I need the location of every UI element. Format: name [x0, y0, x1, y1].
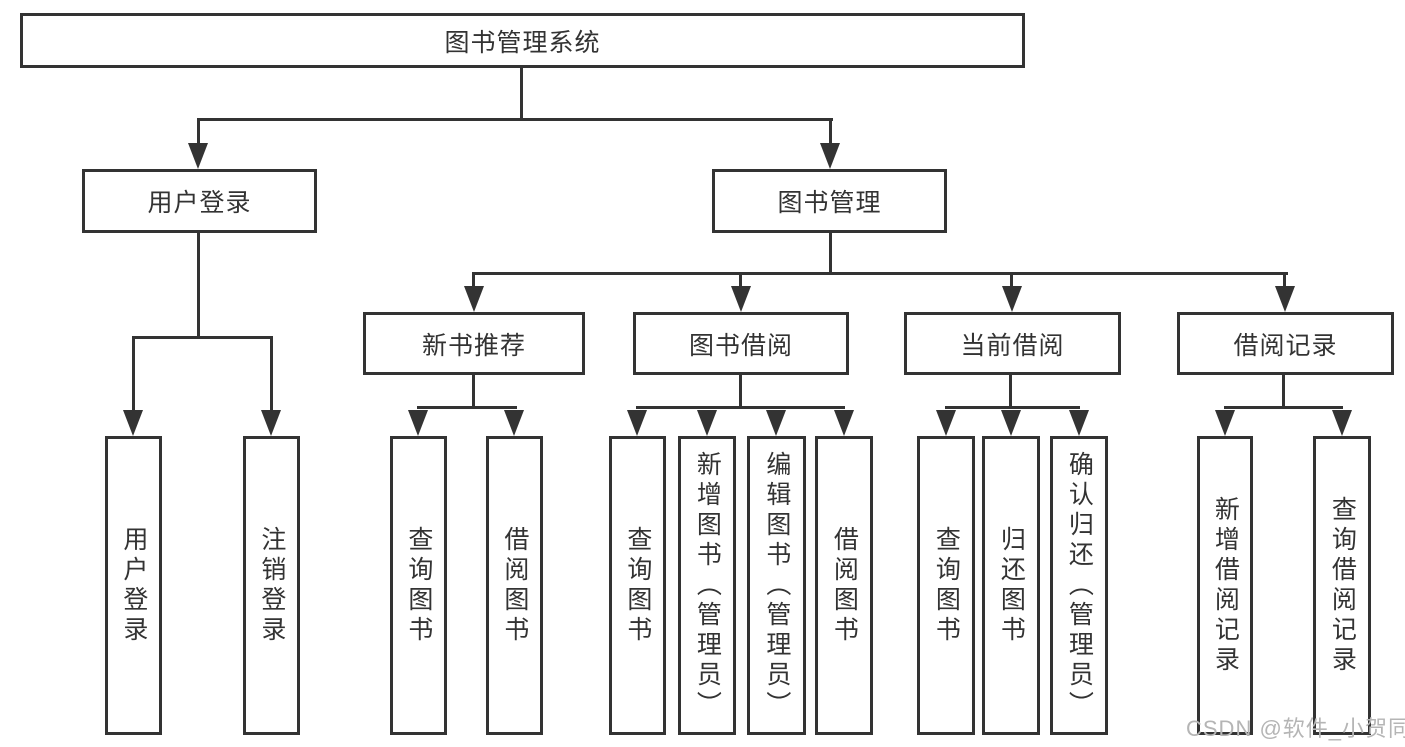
connector-segment — [197, 118, 200, 144]
node-label: 图书借阅 — [688, 331, 793, 360]
connector-segment — [1009, 375, 1012, 409]
leaf-confirm-return-admin: 确认归还（管理员） — [1050, 436, 1108, 735]
connector-segment — [1010, 275, 1013, 288]
leaf-query-borrow-record: 查询借阅记录 — [1313, 436, 1371, 735]
arrow-down-icon — [766, 410, 786, 436]
leaf-add-borrow-record: 新增借阅记录 — [1197, 436, 1253, 735]
node-label: 借阅图书 — [500, 525, 529, 646]
leaf-logout: 注销登录 — [243, 436, 300, 735]
arrow-down-icon — [408, 410, 428, 436]
leaf-query-books-recommend: 查询图书 — [390, 436, 447, 735]
node-label: 查询图书 — [932, 525, 961, 646]
csdn-watermark: CSDN @软件_小贺同学 — [1186, 716, 1405, 741]
node-label: 查询图书 — [404, 525, 433, 646]
node-label: 图书管理系统 — [444, 28, 601, 57]
arrow-down-icon — [504, 410, 524, 436]
connector-segment — [945, 406, 1080, 409]
connector-segment — [132, 339, 135, 412]
arrow-down-icon — [188, 143, 208, 169]
arrow-down-icon — [1275, 286, 1295, 312]
connector-segment — [417, 406, 517, 409]
node-label: 注销登录 — [257, 525, 286, 646]
leaf-borrow-books-recommend: 借阅图书 — [486, 436, 543, 735]
node-label: 用户登录 — [119, 525, 148, 646]
connector-segment — [829, 118, 832, 144]
connector-segment — [472, 272, 1288, 275]
connector-segment — [197, 118, 833, 121]
arrow-down-icon — [1332, 410, 1352, 436]
node-label: 查询借阅记录 — [1328, 495, 1357, 676]
arrow-down-icon — [627, 410, 647, 436]
leaf-return-books: 归还图书 — [982, 436, 1040, 735]
node-label: 借阅图书 — [830, 525, 859, 646]
node-label: 图书管理 — [777, 189, 882, 217]
connector-segment — [739, 275, 742, 288]
node-borrowing-records: 借阅记录 — [1177, 312, 1394, 375]
connector-segment — [1224, 406, 1343, 409]
node-label: 归还图书 — [997, 525, 1026, 646]
node-label: 用户登录 — [147, 189, 252, 217]
node-label: 确认归还（管理员） — [1065, 450, 1094, 721]
arrow-down-icon — [1069, 410, 1089, 436]
node-label: 新增借阅记录 — [1211, 495, 1240, 676]
node-label: 新增图书（管理员） — [693, 450, 722, 721]
leaf-query-books-borrowing: 查询图书 — [609, 436, 666, 735]
node-book-borrowing: 图书借阅 — [633, 312, 849, 375]
node-book-management: 图书管理 — [712, 169, 947, 233]
arrow-down-icon — [697, 410, 717, 436]
connector-segment — [132, 336, 273, 339]
node-user-login: 用户登录 — [82, 169, 317, 233]
node-label: 借阅记录 — [1233, 331, 1338, 360]
arrow-down-icon — [731, 286, 751, 312]
connector-segment — [472, 275, 475, 288]
node-new-book-recommendation: 新书推荐 — [363, 312, 585, 375]
connector-segment — [1282, 375, 1285, 409]
connector-segment — [197, 233, 200, 339]
leaf-user-login: 用户登录 — [105, 436, 162, 735]
node-label: 编辑图书（管理员） — [762, 450, 791, 721]
connector-segment — [636, 406, 845, 409]
connector-segment — [1283, 275, 1286, 288]
leaf-edit-books-admin: 编辑图书（管理员） — [747, 436, 806, 735]
arrow-down-icon — [1001, 410, 1021, 436]
leaf-query-books-current: 查询图书 — [917, 436, 975, 735]
arrow-down-icon — [936, 410, 956, 436]
node-current-borrowing: 当前借阅 — [904, 312, 1121, 375]
arrow-down-icon — [1002, 286, 1022, 312]
connector-segment — [829, 233, 832, 275]
arrow-down-icon — [834, 410, 854, 436]
node-label: 新书推荐 — [421, 331, 526, 360]
connector-segment — [520, 68, 523, 118]
node-label: 当前借阅 — [960, 331, 1065, 360]
leaf-borrow-books-borrowing: 借阅图书 — [815, 436, 873, 735]
arrow-down-icon — [261, 410, 281, 436]
node-label: 查询图书 — [623, 525, 652, 646]
arrow-down-icon — [820, 143, 840, 169]
leaf-add-books-admin: 新增图书（管理员） — [678, 436, 736, 735]
arrow-down-icon — [1215, 410, 1235, 436]
connector-segment — [472, 375, 475, 409]
arrow-down-icon — [123, 410, 143, 436]
arrow-down-icon — [464, 286, 484, 312]
node-library-management-system: 图书管理系统 — [20, 13, 1025, 68]
connector-segment — [270, 339, 273, 412]
connector-segment — [739, 375, 742, 409]
